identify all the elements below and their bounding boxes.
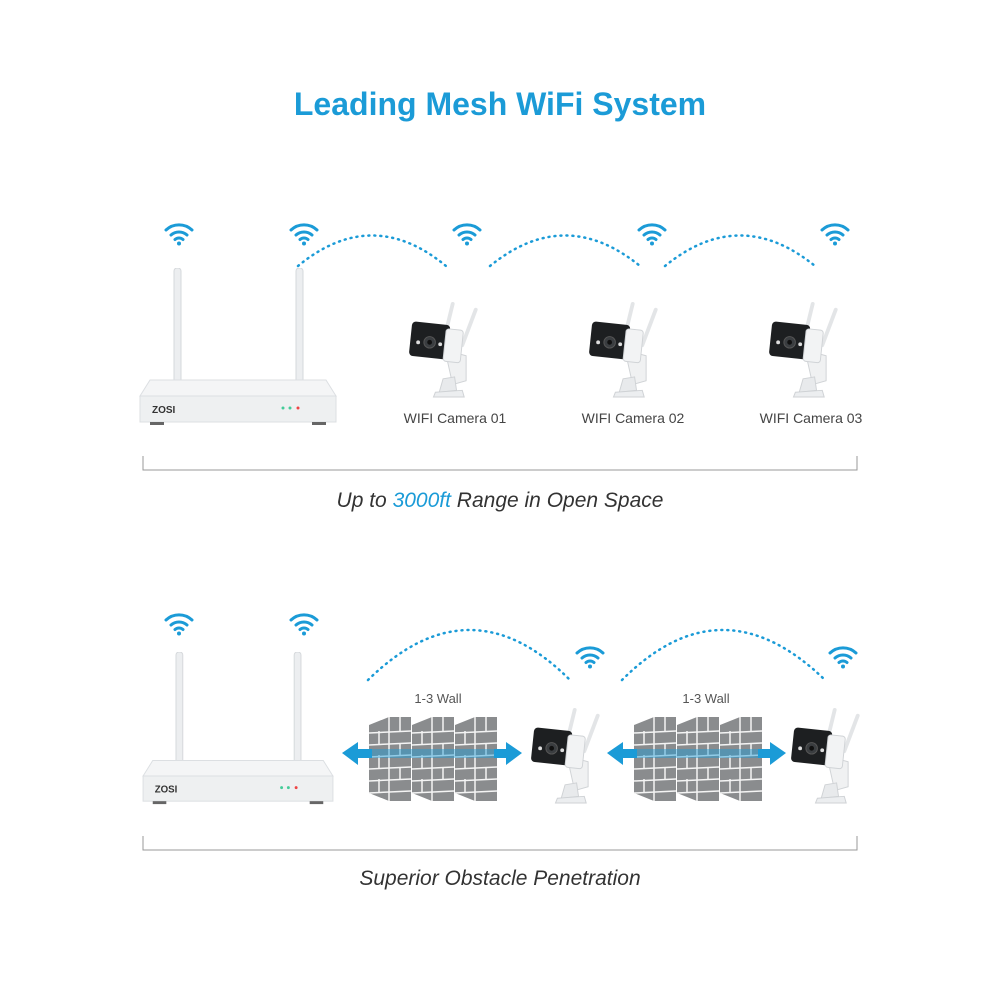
brick-wall-icon xyxy=(634,717,676,801)
wifi-icon xyxy=(452,223,482,246)
router-icon xyxy=(142,652,334,805)
brick-wall-icon xyxy=(677,717,719,801)
camera-icon xyxy=(586,302,658,398)
open-space-caption: Up to 3000ft Range in Open Space xyxy=(0,489,1000,513)
camera-label: WIFI Camera 01 xyxy=(403,410,507,426)
wifi-icon xyxy=(575,646,605,669)
wifi-icon xyxy=(289,613,319,636)
signal-arc xyxy=(296,234,448,268)
wifi-icon xyxy=(820,223,850,246)
brick-wall-icon xyxy=(369,717,411,801)
brick-wall-icon xyxy=(720,717,762,801)
double-arrow-icon xyxy=(342,742,522,765)
wifi-icon xyxy=(164,613,194,636)
double-arrow-icon xyxy=(607,742,786,765)
wifi-icon xyxy=(289,223,319,246)
camera-icon xyxy=(788,708,860,804)
camera-label: WIFI Camera 03 xyxy=(759,410,863,426)
page-title: Leading Mesh WiFi System xyxy=(293,86,707,122)
wall-label: 1-3 Wall xyxy=(414,691,462,706)
signal-arc xyxy=(366,628,572,682)
signal-arc xyxy=(620,628,827,682)
caption-prefix: Up to xyxy=(336,489,393,512)
camera-icon xyxy=(406,302,478,398)
wifi-icon xyxy=(637,223,667,246)
wifi-icon xyxy=(164,223,194,246)
range-bracket xyxy=(142,836,858,851)
range-bracket xyxy=(142,456,858,471)
range-highlight: 3000ft xyxy=(392,489,451,512)
obstacle-caption: Superior Obstacle Penetration xyxy=(359,867,641,890)
camera-icon xyxy=(766,302,838,398)
brick-wall-icon xyxy=(412,717,454,801)
camera-icon xyxy=(528,708,600,804)
router-icon xyxy=(139,268,337,426)
wifi-icon xyxy=(828,646,858,669)
camera-label: WIFI Camera 02 xyxy=(581,410,685,426)
signal-arc xyxy=(488,234,642,268)
signal-arc xyxy=(663,234,817,268)
caption-suffix: Range in Open Space xyxy=(450,489,664,512)
brick-wall-icon xyxy=(455,717,497,801)
wall-label: 1-3 Wall xyxy=(682,691,730,706)
